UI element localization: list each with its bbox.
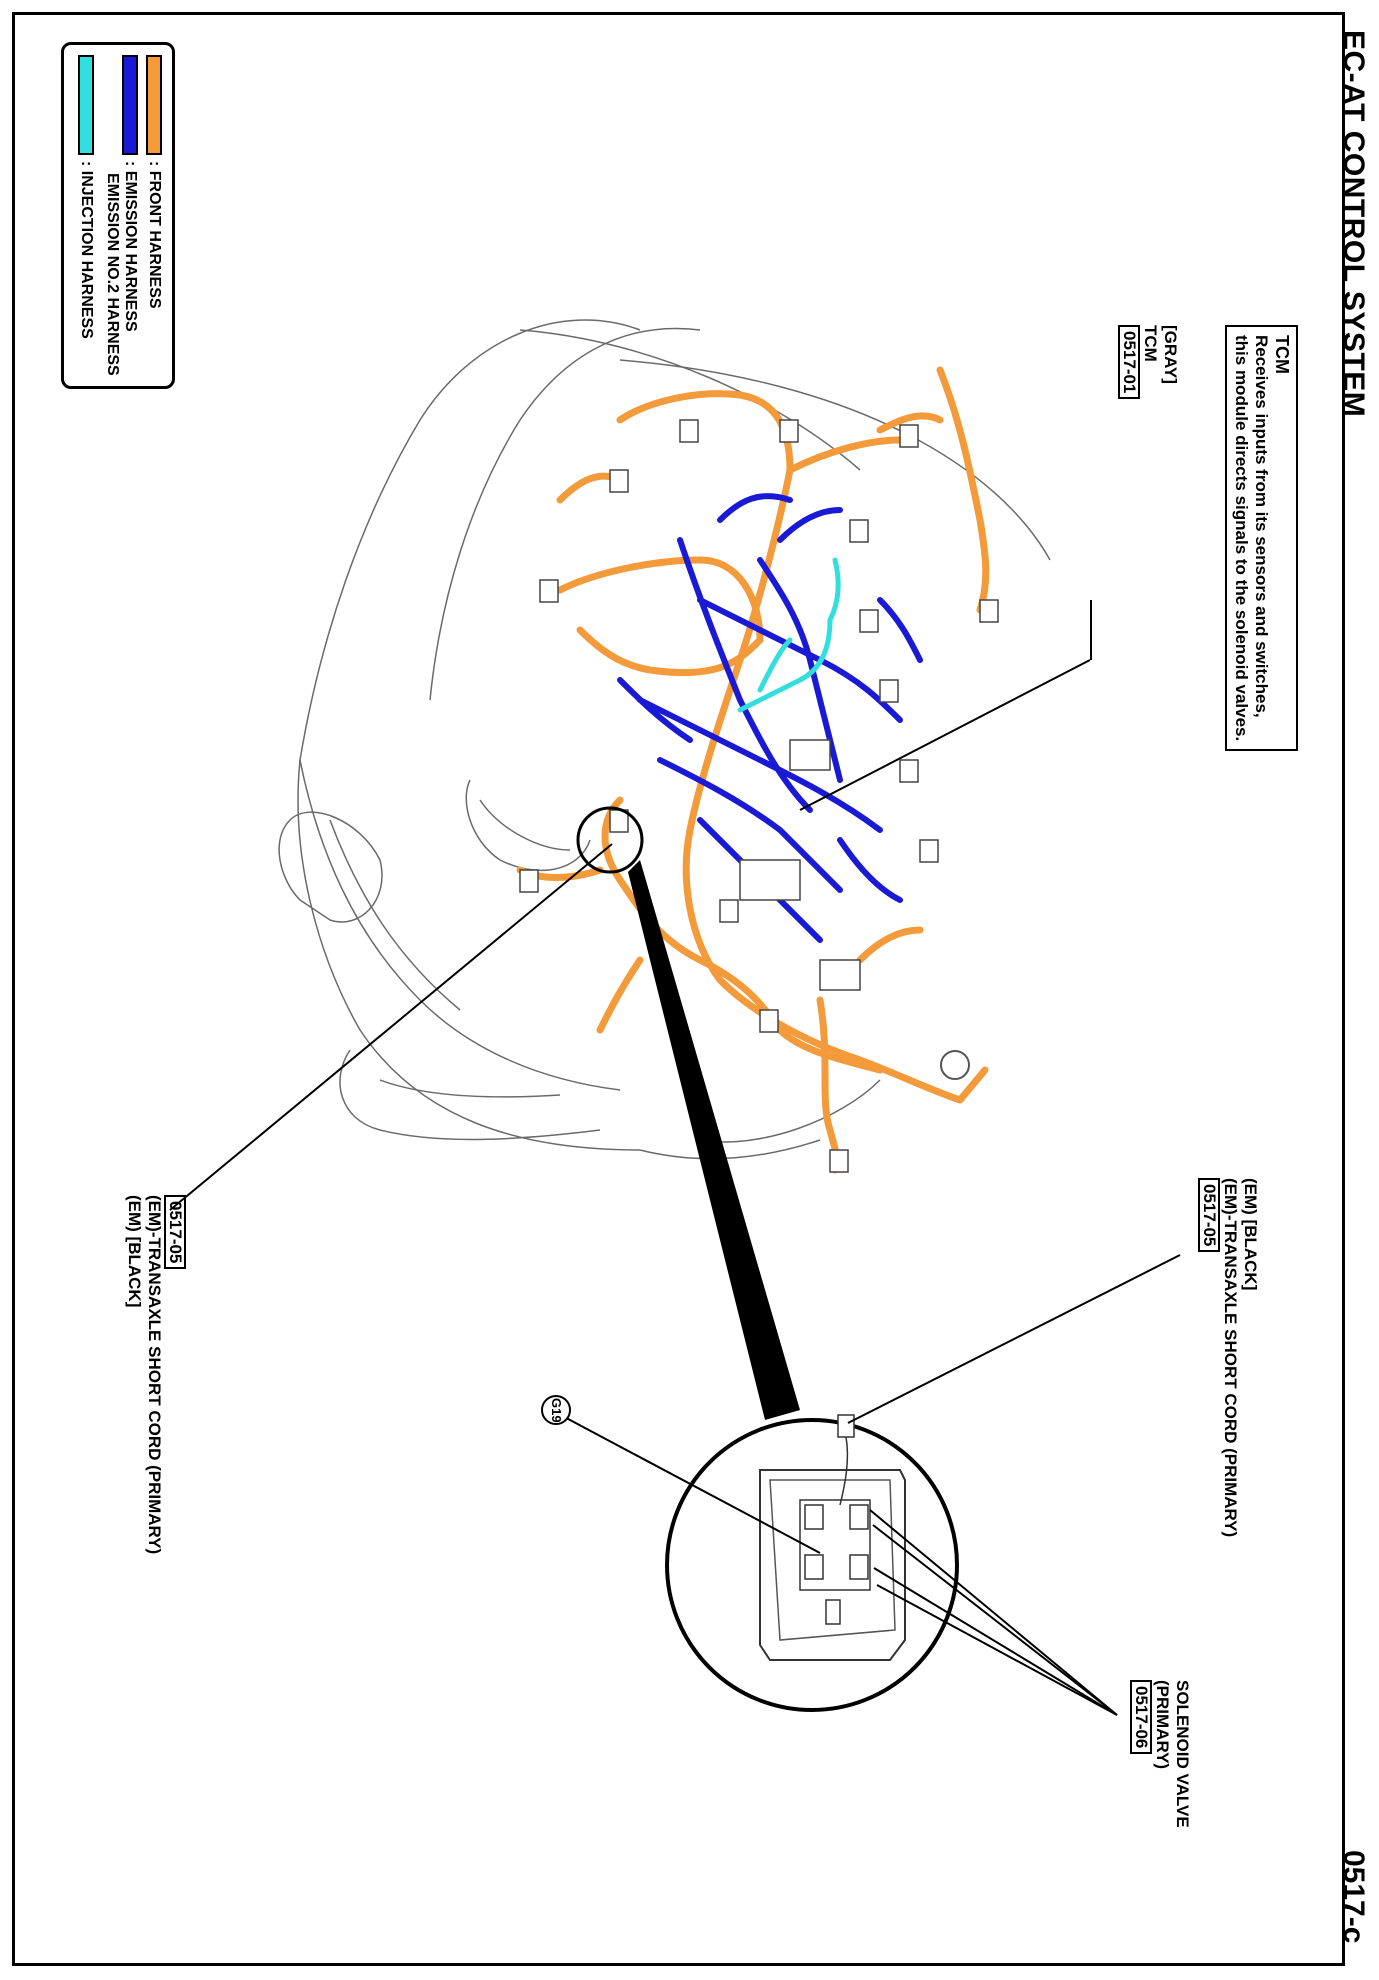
legend: : FRONT HARNESS : EMISSION HARNESS EMISS… bbox=[61, 42, 175, 389]
tcm-connector-color: [GRAY] bbox=[1161, 325, 1180, 384]
em-short-cord-top-code: 0517-05 bbox=[1198, 1178, 1220, 1253]
vehicle-outline bbox=[278, 319, 1051, 1160]
tcm-line-2: this module directs signals to the solen… bbox=[1232, 335, 1251, 742]
leader-lines bbox=[169, 600, 1181, 1716]
page-code-text: 0517-c bbox=[1337, 1850, 1370, 1944]
zoom-detail bbox=[665, 1414, 959, 1712]
tcm-description-box: TCM Receives inputs from its sensors and… bbox=[1225, 325, 1298, 752]
em-short-cord-bottom-line1: (EM)-TRANSAXLE SHORT CORD (PRIMARY) bbox=[145, 1195, 164, 1555]
em-short-cord-bottom-label: 0517-05 (EM)-TRANSAXLE SHORT CORD (PRIMA… bbox=[124, 1195, 186, 1554]
legend-item-front: : FRONT HARNESS bbox=[140, 55, 164, 376]
zoom-cone bbox=[628, 860, 800, 1420]
em-short-cord-top-label: (EM) [BLACK] (EM)-TRANSAXLE SHORT CORD (… bbox=[1198, 1178, 1260, 1537]
legend-label-emission: : EMISSION HARNESS bbox=[122, 161, 139, 332]
injection-harness bbox=[737, 557, 841, 713]
emission-harness bbox=[617, 493, 923, 943]
page-title-text: EC-AT CONTROL SYSTEM bbox=[1337, 30, 1370, 418]
legend-item-injection: : INJECTION HARNESS bbox=[72, 55, 96, 376]
legend-label-emission-no2: EMISSION NO.2 HARNESS bbox=[104, 173, 121, 376]
ground-terminal bbox=[940, 1050, 970, 1080]
front-harness-swatch bbox=[146, 55, 162, 155]
tcm-heading: TCM bbox=[1272, 335, 1292, 374]
page-title: EC-AT CONTROL SYSTEM bbox=[1336, 30, 1370, 417]
tcm-connector-label: [GRAY] TCM 0517-01 bbox=[1118, 325, 1180, 400]
page-code: 0517-c bbox=[1336, 1850, 1370, 1943]
solenoid-valve-line1: SOLENOID VALVE bbox=[1173, 1680, 1192, 1828]
em-short-cord-bottom-line2: (EM) [BLACK] bbox=[125, 1195, 144, 1308]
solenoid-valve-line2: (PRIMARY) bbox=[1153, 1680, 1172, 1770]
front-harness bbox=[516, 366, 990, 1174]
tcm-description: TCM Receives inputs from its sensors and… bbox=[1225, 325, 1298, 752]
g19-ground-icon bbox=[541, 1395, 571, 1425]
connectors bbox=[519, 419, 999, 1173]
legend-box: : FRONT HARNESS : EMISSION HARNESS EMISS… bbox=[61, 42, 175, 389]
emission-harness-swatch bbox=[122, 55, 138, 155]
em-short-cord-top-line2: (EM)-TRANSAXLE SHORT CORD (PRIMARY) bbox=[1221, 1178, 1240, 1538]
legend-label-front: : FRONT HARNESS bbox=[146, 161, 163, 309]
page-frame bbox=[12, 12, 1345, 1966]
solenoid-valve-label: SOLENOID VALVE (PRIMARY) 0517-06 bbox=[1130, 1680, 1192, 1828]
tcm-connector-code: 0517-01 bbox=[1118, 325, 1140, 400]
injection-harness-swatch bbox=[78, 55, 94, 155]
focus-circle bbox=[576, 806, 644, 874]
legend-label-injection: : INJECTION HARNESS bbox=[78, 161, 95, 339]
solenoid-valve-code: 0517-06 bbox=[1130, 1680, 1152, 1755]
g19-label: G19 bbox=[549, 1398, 564, 1423]
em-short-cord-bottom-code: 0517-05 bbox=[164, 1195, 186, 1270]
tcm-connector-name: TCM bbox=[1141, 325, 1160, 362]
g19-text: G19 bbox=[549, 1398, 564, 1423]
tcm-line-1: Receives inputs from its sensors and swi… bbox=[1252, 335, 1271, 718]
em-short-cord-top-line1: (EM) [BLACK] bbox=[1241, 1178, 1260, 1291]
